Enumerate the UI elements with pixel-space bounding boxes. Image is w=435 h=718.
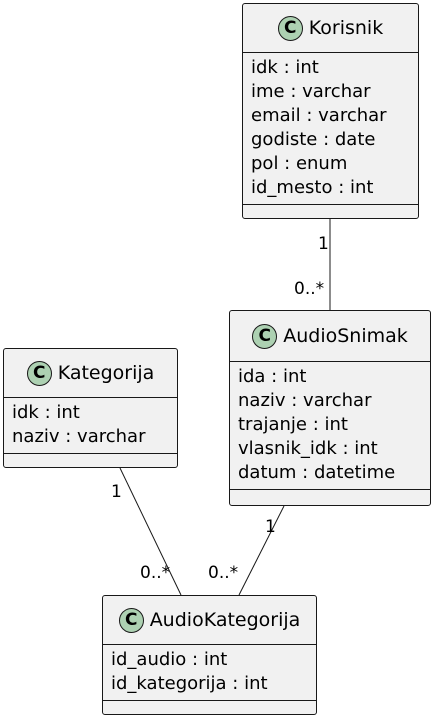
class-name: Korisnik xyxy=(308,17,384,39)
class-attribute: idk : int xyxy=(12,402,80,423)
class-attribute: naziv : varchar xyxy=(12,426,146,447)
class-attribute: vlasnik_idk : int xyxy=(238,438,378,459)
class-name: AudioSnimak xyxy=(283,325,408,347)
class-attribute: id_audio : int xyxy=(111,649,228,670)
class-attributes: id_audio : int id_kategorija : int xyxy=(103,645,316,701)
class-header: C Korisnik xyxy=(243,4,418,53)
class-badge-icon: C xyxy=(118,607,144,633)
multiplicity-label: 0..* xyxy=(294,279,325,299)
class-audiosnimak: C AudioSnimak ida : int naziv : varchar … xyxy=(229,310,431,506)
association-audiosnimak-audiokategorija xyxy=(238,505,285,596)
class-methods xyxy=(4,454,177,463)
class-methods xyxy=(230,490,430,499)
multiplicity-label: 0..* xyxy=(140,563,171,583)
multiplicity-label: 1 xyxy=(111,482,122,502)
class-attribute: id_mesto : int xyxy=(251,177,374,198)
class-header: C AudioKategorija xyxy=(103,596,316,645)
class-audiokategorija: C AudioKategorija id_audio : int id_kate… xyxy=(102,595,317,715)
class-name: Kategorija xyxy=(57,362,155,384)
class-attribute: datum : datetime xyxy=(238,462,396,483)
class-korisnik: C Korisnik idk : int ime : varchar email… xyxy=(242,3,419,219)
class-kategorija: C Kategorija idk : int naziv : varchar xyxy=(3,348,178,468)
class-attribute: pol : enum xyxy=(251,153,348,174)
class-name: AudioKategorija xyxy=(149,609,301,631)
class-attribute: godiste : date xyxy=(251,129,376,150)
class-attributes: idk : int ime : varchar email : varchar … xyxy=(243,53,418,205)
class-attribute: naziv : varchar xyxy=(238,390,372,411)
class-badge-icon: C xyxy=(277,15,303,41)
class-methods xyxy=(243,205,418,214)
class-header: C Kategorija xyxy=(4,349,177,398)
class-badge-icon: C xyxy=(26,360,52,386)
multiplicity-label: 1 xyxy=(265,517,276,537)
association-kategorija-audiokategorija xyxy=(119,467,182,596)
multiplicity-label: 0..* xyxy=(208,563,239,583)
class-attribute: email : varchar xyxy=(251,105,387,126)
class-methods xyxy=(103,701,316,710)
class-attribute: ime : varchar xyxy=(251,81,371,102)
class-attribute: id_kategorija : int xyxy=(111,673,268,694)
class-attributes: idk : int naziv : varchar xyxy=(4,398,177,454)
multiplicity-label: 1 xyxy=(318,234,329,254)
class-attributes: ida : int naziv : varchar trajanje : int… xyxy=(230,362,430,490)
class-attribute: ida : int xyxy=(238,366,307,387)
class-badge-icon: C xyxy=(252,323,278,349)
class-attribute: trajanje : int xyxy=(238,414,348,435)
class-header: C AudioSnimak xyxy=(230,311,430,362)
class-attribute: idk : int xyxy=(251,57,319,78)
